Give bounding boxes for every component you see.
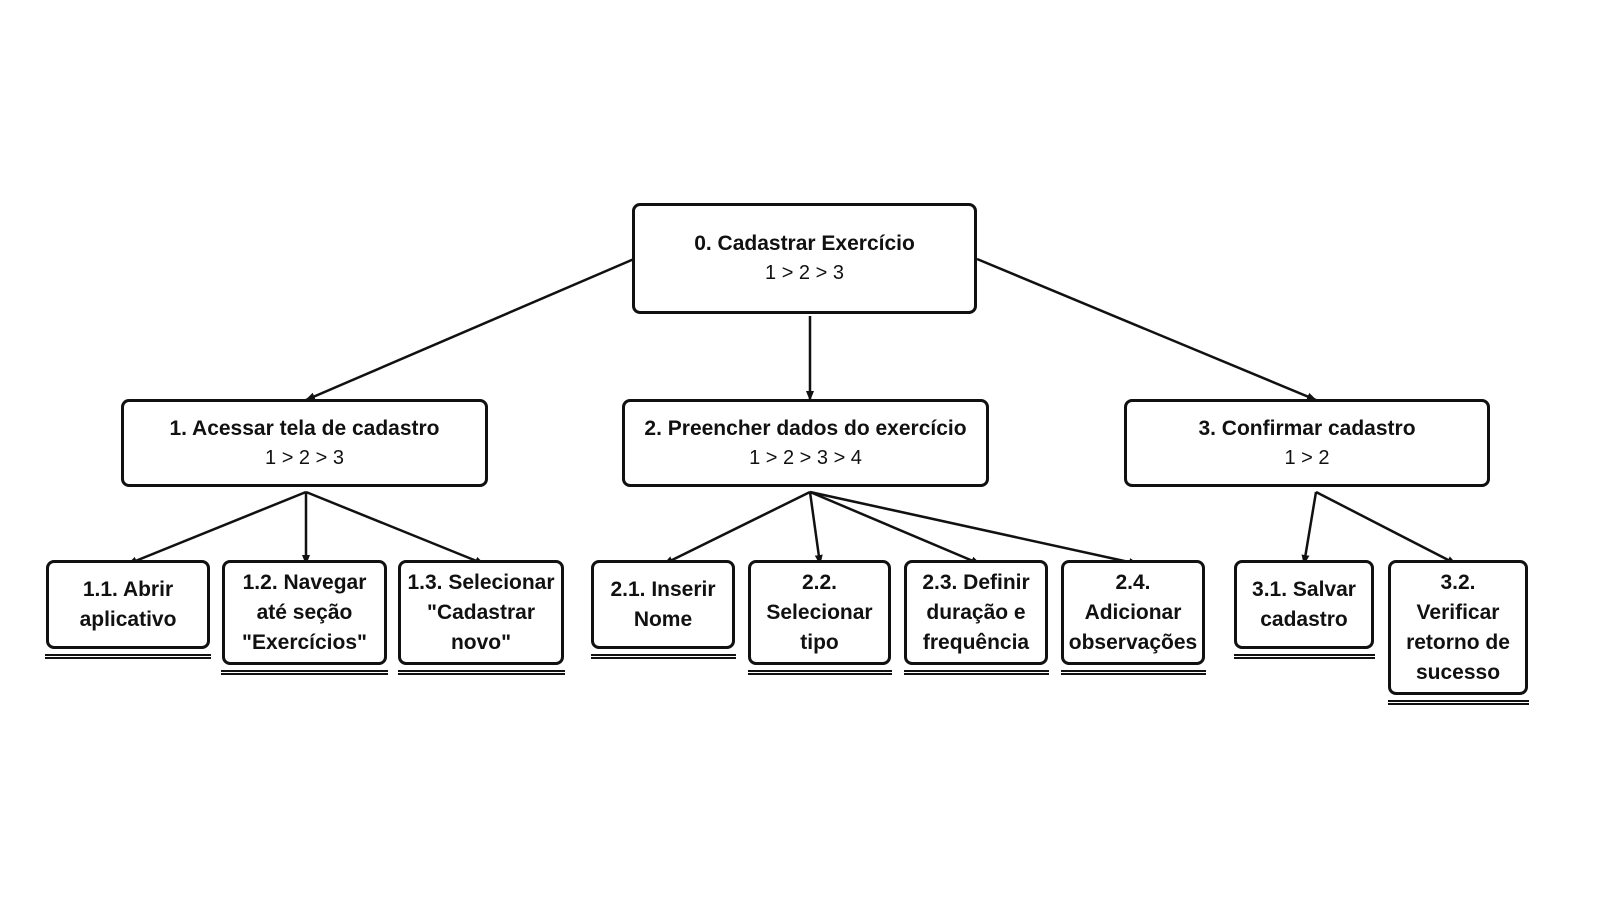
arrow-root-to-1 bbox=[305, 257, 635, 402]
leaf-line: 3.2. bbox=[1440, 570, 1476, 594]
arrow-subtask-2-to-leaf-2 bbox=[808, 491, 823, 565]
subtask-title: 2. Preencher dados do exercício bbox=[644, 416, 967, 440]
leaf-underline bbox=[1061, 670, 1206, 675]
leaf-line: "Exercícios" bbox=[242, 630, 367, 654]
root-task-title: 0. Cadastrar Exercício bbox=[694, 232, 915, 255]
leaf-line: 1.2. Navegar bbox=[242, 570, 367, 594]
leaf-line: 2.3. Definir bbox=[922, 570, 1030, 594]
root-task-node: 0. Cadastrar Exercício 1 > 2 > 3 bbox=[632, 203, 977, 314]
leaf-underline bbox=[398, 670, 565, 675]
arrow-subtask-1-to-leaf-1 bbox=[127, 490, 307, 566]
leaf-task-1-3: 1.3. Selecionar "Cadastrar novo" bbox=[398, 560, 564, 665]
leaf-line: novo" bbox=[450, 630, 512, 654]
leaf-task-3-2: 3.2. Verificar retorno de sucesso bbox=[1388, 560, 1528, 695]
arrow-subtask-1-to-leaf-3 bbox=[305, 490, 485, 566]
leaf-line: Nome bbox=[633, 607, 693, 631]
subtask-node-3: 3. Confirmar cadastro 1 > 2 bbox=[1124, 399, 1490, 487]
subtask-title: 3. Confirmar cadastro bbox=[1198, 416, 1416, 440]
leaf-underline bbox=[45, 654, 211, 659]
subtask-node-2: 2. Preencher dados do exercício 1 > 2 > … bbox=[622, 399, 989, 487]
subtask-node-1: 1. Acessar tela de cadastro 1 > 2 > 3 bbox=[121, 399, 488, 487]
leaf-underline bbox=[1388, 700, 1529, 705]
leaf-underline bbox=[1234, 654, 1375, 659]
leaf-line: Verificar bbox=[1416, 600, 1500, 624]
leaf-line: "Cadastrar bbox=[426, 600, 535, 624]
leaf-line: cadastro bbox=[1260, 607, 1348, 631]
leaf-task-2-3: 2.3. Definir duração e frequência bbox=[904, 560, 1048, 665]
leaf-task-1-2: 1.2. Navegar até seção "Exercícios" bbox=[222, 560, 387, 665]
leaf-line: 3.1. Salvar bbox=[1252, 577, 1356, 601]
leaf-line: Selecionar bbox=[766, 600, 873, 624]
leaf-task-2-2: 2.2. Selecionar tipo bbox=[748, 560, 891, 665]
leaf-line: duração e bbox=[926, 600, 1026, 624]
leaf-line: 2.4. bbox=[1115, 570, 1151, 594]
leaf-line: tipo bbox=[800, 630, 839, 654]
arrow-subtask-2-to-leaf-1 bbox=[663, 490, 811, 566]
leaf-line: até seção bbox=[256, 600, 353, 624]
subtask-sequence: 1 > 2 > 3 > 4 bbox=[749, 446, 862, 469]
leaf-underline bbox=[591, 654, 736, 659]
leaf-task-2-4: 2.4. Adicionar observações bbox=[1061, 560, 1205, 665]
leaf-line: 1.1. Abrir bbox=[82, 577, 174, 601]
arrow-subtask-2-to-leaf-4 bbox=[809, 490, 1139, 566]
leaf-line: 2.1. Inserir bbox=[610, 577, 716, 601]
leaf-line: 1.3. Selecionar bbox=[407, 570, 555, 594]
leaf-line: 2.2. bbox=[801, 570, 837, 594]
leaf-line: Adicionar bbox=[1084, 600, 1182, 624]
leaf-line: aplicativo bbox=[79, 607, 177, 631]
root-task-sequence: 1 > 2 > 3 bbox=[765, 262, 844, 284]
leaf-underline bbox=[748, 670, 892, 675]
leaf-line: observações bbox=[1068, 630, 1198, 654]
leaf-line: frequência bbox=[922, 630, 1030, 654]
arrow-subtask-3-to-leaf-1 bbox=[1301, 491, 1318, 565]
leaf-underline bbox=[221, 670, 388, 675]
leaf-underline bbox=[904, 670, 1049, 675]
arrow-subtask-3-to-leaf-2 bbox=[1315, 490, 1457, 566]
subtask-sequence: 1 > 2 > 3 bbox=[265, 446, 344, 469]
leaf-line: sucesso bbox=[1415, 660, 1501, 684]
arrow-root-to-3 bbox=[976, 257, 1317, 402]
leaf-line: retorno de bbox=[1406, 630, 1510, 654]
subtask-title: 1. Acessar tela de cadastro bbox=[169, 416, 440, 440]
leaf-task-2-1: 2.1. Inserir Nome bbox=[591, 560, 735, 649]
leaf-task-1-1: 1.1. Abrir aplicativo bbox=[46, 560, 210, 649]
subtask-sequence: 1 > 2 bbox=[1284, 446, 1330, 469]
arrow-subtask-2-to-leaf-3 bbox=[809, 490, 981, 566]
leaf-task-3-1: 3.1. Salvar cadastro bbox=[1234, 560, 1374, 649]
